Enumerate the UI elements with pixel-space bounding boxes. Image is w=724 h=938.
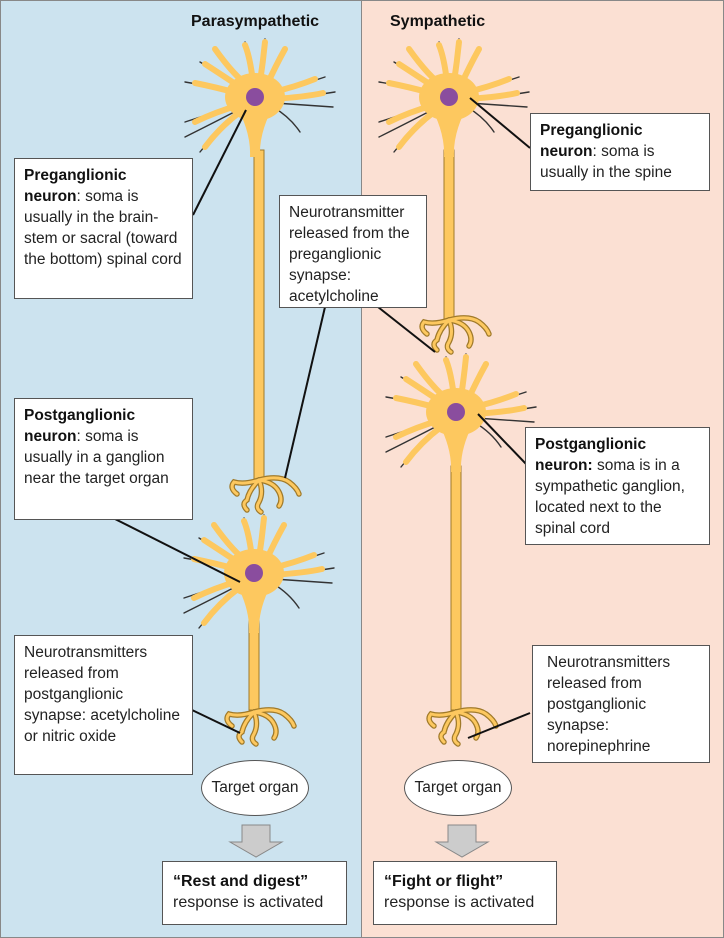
para-preganglionic-label: Preganglionic neuron: soma is usually in… — [14, 158, 193, 299]
parasympathetic-title: Parasympathetic — [191, 13, 320, 30]
label-text: soma is in a sympathetic ganglion, locat… — [535, 457, 685, 537]
label-text: Neurotransmitter released from the prega… — [289, 204, 410, 305]
label-text: : soma is usually in the spine — [540, 143, 672, 181]
label-text: Neurotransmitters released from postgang… — [24, 644, 180, 745]
para-postganglionic-label: Postganglionic neuron: soma is usually i… — [14, 398, 193, 520]
outcome-text: response is activated — [384, 894, 535, 911]
symp-post-synapse-label: Neurotransmitters released from postgang… — [532, 645, 710, 763]
sympathetic-title: Sympathetic — [390, 13, 486, 30]
label-text: : soma is usually in a ganglion near the… — [24, 428, 169, 487]
label-bold: Preganglionic neuron — [540, 122, 643, 160]
symp-preganglionic-label: Preganglionic neuron: soma is usually in… — [530, 113, 710, 191]
label-bold: Preganglionic neuron — [24, 167, 127, 205]
outcome-quote: “Fight or flight” — [384, 873, 504, 890]
label-bold: Postganglionic neuron — [24, 407, 136, 445]
para-target-organ: Target organ — [201, 760, 309, 816]
symp-outcome-box: “Fight or flight” response is activated — [373, 861, 557, 925]
para-outcome-box: “Rest and digest” response is activated — [162, 861, 347, 925]
para-post-synapse-label: Neurotransmitters released from postgang… — [14, 635, 193, 775]
symp-postganglionic-label: Postganglionic neuron: soma is in a symp… — [525, 427, 710, 545]
label-bold: Postganglionic neuron: — [535, 436, 647, 474]
outcome-quote: “Rest and digest” — [173, 873, 309, 890]
label-text: : soma is usually in the brain-stem or s… — [24, 188, 182, 268]
symp-target-organ: Target organ — [404, 760, 512, 816]
preganglionic-synapse-label: Neurotransmitter released from the prega… — [279, 195, 427, 308]
outcome-text: response is activated — [173, 894, 324, 911]
label-text: Neurotransmitters released from postgang… — [547, 654, 671, 755]
